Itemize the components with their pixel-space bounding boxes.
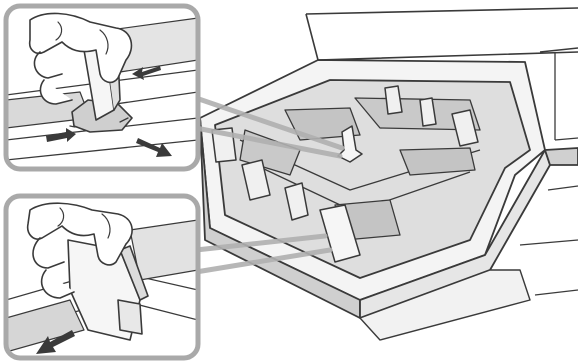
rear-guide-squeeze-callout [6,196,198,358]
side-guide-squeeze-callout [6,6,198,169]
